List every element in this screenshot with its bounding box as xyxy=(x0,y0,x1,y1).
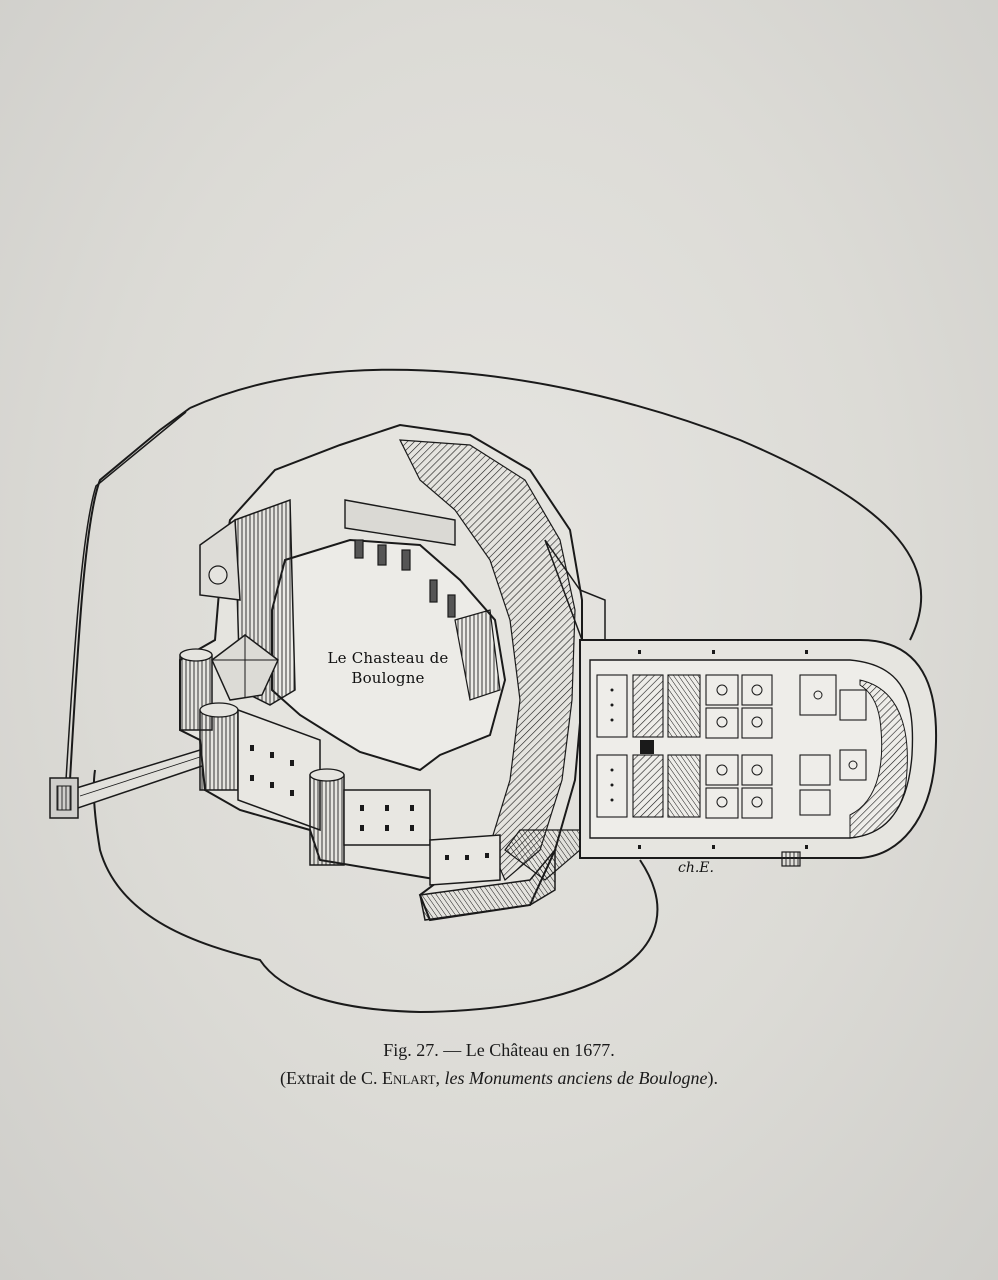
source-caption: (Extrait de C. Enlart, les Monuments anc… xyxy=(0,1068,998,1089)
castle-body xyxy=(179,423,606,922)
castle-label-line2: Boulogne xyxy=(351,669,425,687)
figure-caption: Fig. 27. — Le Château en 1677. xyxy=(383,1040,615,1060)
source-sep: , xyxy=(435,1068,445,1088)
source-title: les Monuments anciens de Boulogne xyxy=(444,1068,708,1088)
source-close: ). xyxy=(707,1068,718,1088)
formal-garden xyxy=(579,639,938,867)
source-open: (Extrait de C. xyxy=(280,1068,382,1088)
bridge xyxy=(49,749,206,819)
artist-signature: ch.E. xyxy=(678,860,714,876)
source-author: Enlart xyxy=(381,1068,436,1088)
castle-label-line1: Le Chasteau de xyxy=(327,649,449,667)
